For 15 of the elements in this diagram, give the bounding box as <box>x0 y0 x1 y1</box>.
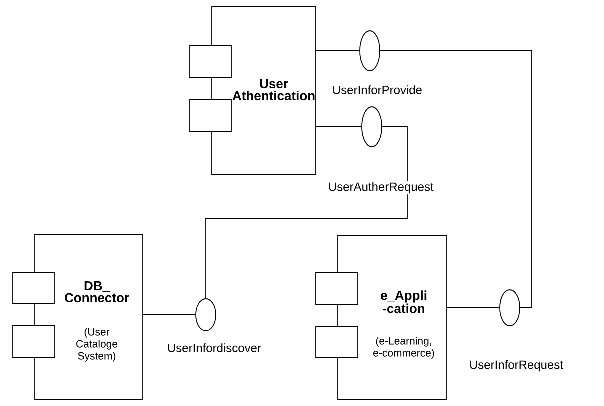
connector-line <box>316 126 362 128</box>
interface-label: UserInforRequest <box>468 359 564 373</box>
component-name: DB_ Connector <box>65 281 130 303</box>
component-name: User Athentication <box>232 79 315 101</box>
component-note: (User Cataloge System) <box>76 328 118 362</box>
connector-line <box>206 126 408 299</box>
connector-line <box>380 50 532 308</box>
connector-line <box>143 314 196 316</box>
interface-label: UserInfordiscover <box>166 342 262 354</box>
interface-circle <box>362 106 382 148</box>
component-name: e_Appli -cation <box>381 290 427 314</box>
interface-label: UserAutherRequest <box>327 181 435 195</box>
component-note: (e-Learning, e-commerce) <box>374 337 434 359</box>
interface-label: UserInforProvide <box>331 84 424 96</box>
connector-line <box>316 50 360 52</box>
